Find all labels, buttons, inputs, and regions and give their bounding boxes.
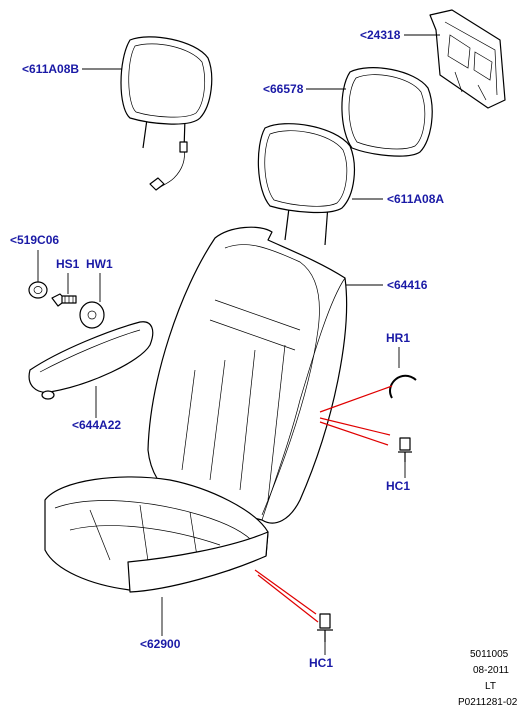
callout-label-hs1[interactable]: HS1 bbox=[56, 257, 80, 271]
hog-ring-hr1[interactable] bbox=[389, 374, 417, 399]
callout-label-64416[interactable]: <64416 bbox=[387, 278, 428, 292]
callout-label-hc1-cushion[interactable]: HC1 bbox=[309, 656, 333, 670]
callout-label-611a08a[interactable]: <611A08A bbox=[387, 192, 444, 206]
callout-hw1: HW1 bbox=[86, 257, 113, 302]
callout-label-611a08b[interactable]: <611A08B bbox=[22, 62, 79, 76]
footer-line-4: P0211281-02 bbox=[458, 697, 518, 708]
bracket-24318[interactable] bbox=[429, 9, 506, 109]
callout-label-24318[interactable]: <24318 bbox=[360, 28, 401, 42]
armrest-644a22[interactable] bbox=[28, 321, 154, 400]
callout-label-644a22[interactable]: <644A22 bbox=[72, 418, 121, 432]
callout-66578: <66578 bbox=[263, 82, 346, 96]
callout-62900: <62900 bbox=[140, 597, 181, 651]
callout-24318: <24318 bbox=[360, 28, 440, 42]
washer-hw1[interactable] bbox=[79, 301, 105, 329]
headrest-pad-66578[interactable] bbox=[341, 67, 433, 157]
headrest-611a08a[interactable] bbox=[257, 123, 355, 246]
footer-line-3: LT bbox=[485, 681, 496, 692]
callout-644a22: <644A22 bbox=[72, 386, 121, 432]
cushion-62900[interactable] bbox=[44, 476, 269, 593]
clip-hc1-cushion[interactable] bbox=[317, 613, 333, 642]
callout-label-66578[interactable]: <66578 bbox=[263, 82, 304, 96]
callout-hc1-backrest: HC1 bbox=[386, 462, 410, 493]
red-leader-group-backrest bbox=[319, 385, 393, 446]
callout-611a08a: <611A08A bbox=[352, 192, 444, 206]
screw-hs1[interactable] bbox=[51, 293, 77, 307]
callout-label-hr1[interactable]: HR1 bbox=[386, 331, 410, 345]
red-leader-group-cushion bbox=[254, 569, 319, 623]
footer-line-1: 5011005 bbox=[470, 649, 509, 660]
clip-hc1-backrest[interactable] bbox=[398, 437, 412, 462]
footer-line-2: 08-2011 bbox=[473, 665, 509, 676]
callout-label-hw1[interactable]: HW1 bbox=[86, 257, 113, 271]
callout-611a08b: <611A08B bbox=[22, 62, 122, 76]
callout-hc1-cushion: HC1 bbox=[309, 642, 333, 670]
callout-label-519c06[interactable]: <519C06 bbox=[10, 233, 59, 247]
callout-hr1: HR1 bbox=[386, 331, 410, 368]
callout-519c06: <519C06 bbox=[10, 233, 59, 282]
cap-519c06[interactable] bbox=[28, 281, 48, 299]
headrest-611a08b[interactable] bbox=[120, 36, 213, 191]
callout-hs1: HS1 bbox=[56, 257, 80, 294]
callout-label-62900[interactable]: <62900 bbox=[140, 637, 181, 651]
callout-64416: <64416 bbox=[346, 278, 428, 292]
footer-block: 5011005 08-2011 LT P0211281-02 bbox=[458, 649, 518, 708]
callout-label-hc1-backrest[interactable]: HC1 bbox=[386, 479, 410, 493]
backrest-64416[interactable] bbox=[147, 226, 348, 524]
